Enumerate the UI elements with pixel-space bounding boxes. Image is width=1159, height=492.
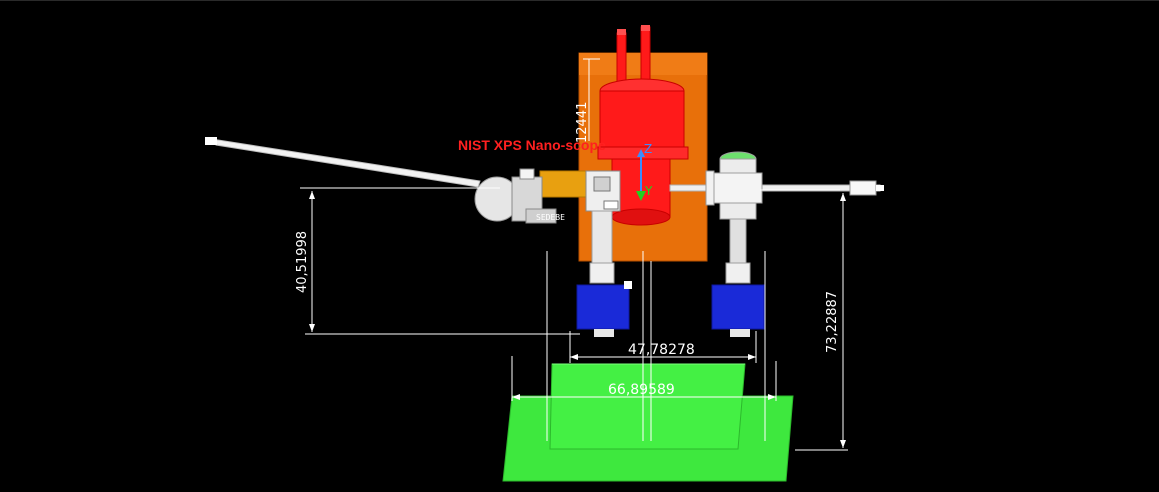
pump-stand[interactable] [729, 218, 747, 268]
valve-lower [525, 208, 557, 224]
beam-flange [705, 170, 715, 206]
scene-title: NIST XPS Nano-scope [458, 137, 606, 153]
base-platform-upper[interactable] [549, 363, 746, 450]
dimension-arrows [309, 191, 846, 448]
left-block-foot [594, 329, 614, 337]
feedthrough-cap-right [641, 25, 650, 31]
feedthrough-cap-left [617, 29, 626, 35]
left-column-foot [589, 262, 615, 284]
dim-outer-width: 66,89589 [608, 382, 675, 398]
dim-right-height: 73,22887 [825, 291, 840, 353]
support-block-left[interactable] [576, 284, 630, 330]
axis-z-label: Z [644, 142, 652, 156]
left-column[interactable] [591, 210, 613, 268]
cube-bottom-port [603, 200, 619, 210]
pump-stand-foot [725, 262, 751, 284]
analysis-chamber[interactable] [599, 90, 685, 148]
dim-frame-height: 12441 [575, 102, 590, 143]
chamber-bottom [611, 208, 671, 226]
axis-y-marker [636, 191, 646, 201]
axis-triad: Z Y [636, 142, 653, 201]
beam-end-tip [876, 185, 884, 191]
axis-z-arrow [637, 149, 645, 157]
support-block-right[interactable] [711, 284, 765, 330]
dim-inner-width: 47,78278 [628, 342, 695, 358]
manipulator-rod[interactable] [210, 138, 481, 188]
axis-y-label: Y [644, 184, 653, 198]
pump-cross [713, 172, 763, 204]
bellows[interactable] [539, 170, 591, 198]
dim-left-height: 40,51998 [295, 231, 310, 293]
right-block-foot [730, 329, 750, 337]
cube-port [593, 176, 611, 192]
valve-cap [519, 168, 535, 180]
dimension-lines [300, 58, 848, 451]
block-marker [624, 281, 632, 289]
part-label: SEDEBE [536, 213, 565, 222]
beam-end-flange[interactable] [849, 180, 877, 196]
rod-tip [205, 137, 217, 145]
